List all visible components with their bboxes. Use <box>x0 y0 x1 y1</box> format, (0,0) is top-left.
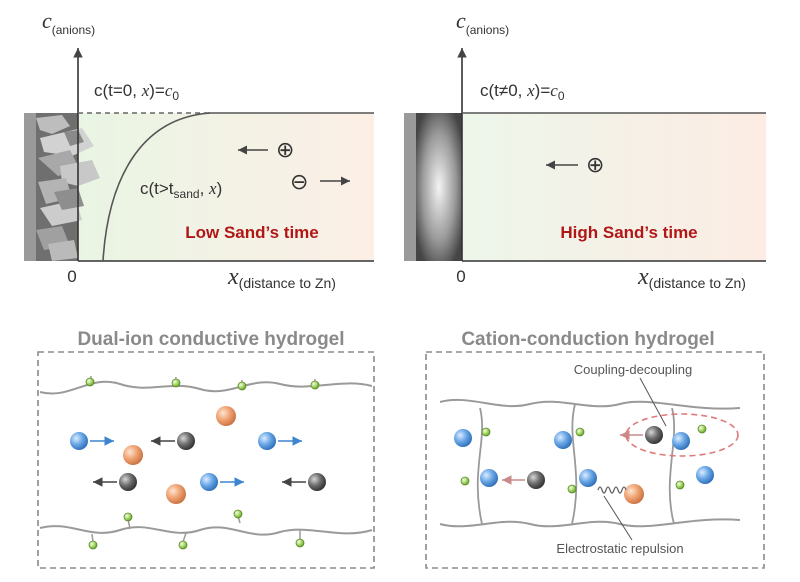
anion <box>177 432 195 450</box>
cation <box>454 429 472 447</box>
leader-line <box>639 377 667 427</box>
coupling-label: Coupling-decoupling <box>574 362 693 377</box>
cation-symbol: ⊕ <box>586 153 604 178</box>
repulsion-spring <box>597 486 627 494</box>
anchor-group <box>233 509 243 519</box>
y-axis-label: c(anions) <box>456 8 509 37</box>
cation <box>554 431 572 449</box>
anchor-group <box>295 538 305 548</box>
dendrite-growth <box>36 113 100 261</box>
anchor-groups <box>460 424 707 494</box>
counter-ion <box>216 406 236 426</box>
panel-b-high-sand: c(anions) c(t≠0, x)=c0 ⊕ High Sand’s tim… <box>404 8 766 291</box>
anchor-group <box>567 484 577 494</box>
anchor-group <box>178 540 188 550</box>
cation <box>696 466 714 484</box>
cation <box>200 473 218 491</box>
panel-title: Cation-conduction hydrogel <box>461 329 714 350</box>
origin-label: 0 <box>456 267 465 286</box>
anion <box>527 471 545 489</box>
anchor-group <box>88 540 98 550</box>
y-axis-label: c(anions) <box>42 8 95 37</box>
hydrogel-box <box>425 351 765 569</box>
anchor-group <box>237 381 247 391</box>
electrolyte-region <box>78 113 374 261</box>
x-axis-label: x(distance to Zn) <box>227 264 336 291</box>
anchor-group <box>85 377 95 387</box>
cation <box>70 432 88 450</box>
anchor-group <box>675 480 685 490</box>
polymer-chain <box>39 525 373 536</box>
panel-d-cation-conduction-hydrogel: Cation-conduction hydrogel <box>425 329 765 569</box>
x-axis-label: x(distance to Zn) <box>637 264 746 291</box>
polymer-chain <box>439 398 741 410</box>
anchor-group <box>171 378 181 388</box>
anchor-group <box>697 424 707 434</box>
anion <box>308 473 326 491</box>
zn-electrode <box>24 113 36 261</box>
crosslinks <box>476 403 675 525</box>
repulsion-label: Electrostatic repulsion <box>556 541 683 556</box>
leader-line <box>603 495 633 541</box>
zn-electrode <box>416 113 462 261</box>
depletion-curve <box>102 112 211 262</box>
current-collector <box>404 113 416 261</box>
anchor-group <box>123 512 133 522</box>
anchor-groups <box>85 377 320 550</box>
panel-a-low-sand: c(anions) c(t=0, x)=c0 c(t>tsand, x) ⊕ ⊖… <box>24 8 374 291</box>
initial-condition-label: c(t=0, x)=c0 <box>94 81 179 103</box>
polymer-chain <box>439 518 741 528</box>
counter-ion <box>123 445 143 465</box>
coupling-ellipse <box>625 413 739 457</box>
anchor-group <box>310 380 320 390</box>
panel-c-dual-ion-hydrogel: Dual-ion conductive hydrogel <box>37 329 375 569</box>
counter-ion <box>624 484 644 504</box>
condition-label: c(t≠0, x)=c0 <box>480 81 565 103</box>
cation <box>579 469 597 487</box>
anion-symbol: ⊖ <box>290 170 308 195</box>
anchor-group <box>481 427 491 437</box>
sand-time-label: Low Sand’s time <box>185 223 319 242</box>
polymer-chain <box>39 380 373 395</box>
sand-time-label: High Sand’s time <box>560 223 697 242</box>
anchor-group <box>575 427 585 437</box>
panel-title: Dual-ion conductive hydrogel <box>77 329 344 350</box>
cation <box>258 432 276 450</box>
anchor-group <box>460 476 470 486</box>
counter-ion <box>166 484 186 504</box>
anion <box>645 426 663 444</box>
origin-label: 0 <box>67 267 76 286</box>
cation <box>480 469 498 487</box>
electrolyte-region <box>462 113 766 261</box>
cation <box>672 432 690 450</box>
anion <box>119 473 137 491</box>
curve-label: c(t>tsand, x) <box>140 179 222 201</box>
hydrogel-box <box>37 351 375 569</box>
cation-symbol: ⊕ <box>276 138 294 163</box>
